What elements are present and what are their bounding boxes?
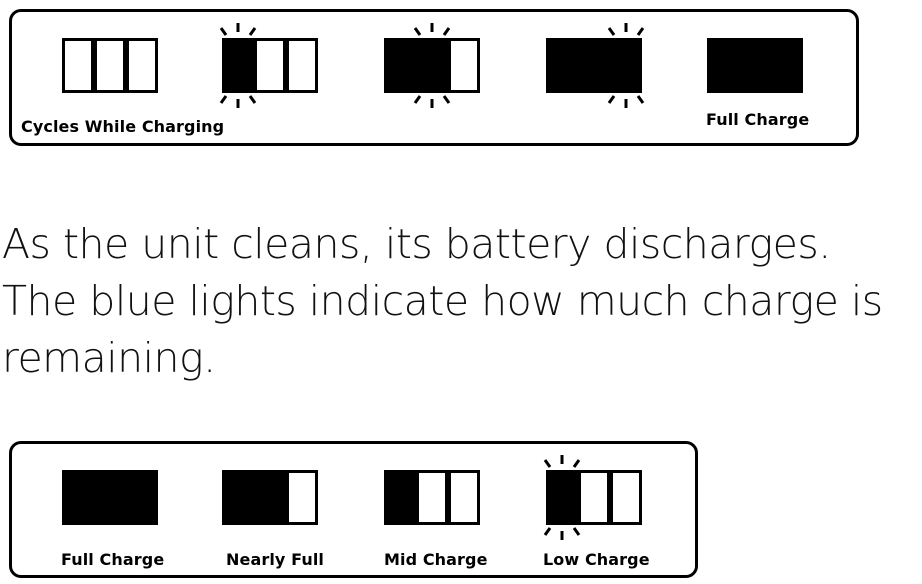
battery-segment-lit xyxy=(384,470,416,525)
battery-gauge-graphic xyxy=(384,23,480,108)
battery-gauge-graphic xyxy=(62,38,158,93)
flash-ray xyxy=(636,27,645,36)
description-line: The blue lights indicate how much charge… xyxy=(2,277,883,325)
battery-segment-lit xyxy=(254,470,286,525)
battery-segment-lit xyxy=(739,38,771,93)
mid-charge-label: Mid Charge xyxy=(384,550,488,569)
flash-ray xyxy=(636,95,645,104)
flashing-indicator-icon xyxy=(413,23,451,108)
battery-segment-unlit xyxy=(126,38,158,93)
battery-segment-lit xyxy=(546,38,578,93)
battery-gauge-icon xyxy=(546,23,646,108)
flash-ray xyxy=(543,527,552,536)
nearly-full-label: Nearly Full xyxy=(226,550,325,569)
battery-segment-lit xyxy=(578,38,610,93)
low-charge-label: Low Charge xyxy=(543,550,650,569)
battery-segment-unlit xyxy=(448,470,480,525)
battery-segment-unlit xyxy=(286,38,318,93)
battery-gauge-icon xyxy=(384,23,484,108)
battery-gauge-graphic xyxy=(707,38,803,93)
battery-gauge-icon xyxy=(707,38,807,98)
flash-ray xyxy=(413,27,422,36)
cycles-while-charging-label: Cycles While Charging xyxy=(21,117,225,136)
battery-gauge-graphic xyxy=(384,470,480,525)
flash-ray xyxy=(607,95,616,104)
battery-gauge-graphic xyxy=(222,470,318,525)
battery-gauge-icon xyxy=(62,470,162,530)
flashing-indicator-icon xyxy=(543,455,581,540)
flash-ray xyxy=(219,95,228,104)
battery-segment-unlit xyxy=(286,470,318,525)
battery-segment-unlit xyxy=(610,470,642,525)
battery-segment-lit xyxy=(546,470,578,525)
battery-gauge-icon xyxy=(62,38,162,98)
battery-segment-lit xyxy=(94,470,126,525)
flash-ray xyxy=(442,95,451,104)
flash-ray xyxy=(572,459,581,468)
flash-ray xyxy=(248,95,257,104)
battery-gauge-graphic xyxy=(546,23,645,108)
flash-ray xyxy=(572,527,581,536)
battery-gauge-graphic xyxy=(543,455,642,540)
battery-segment-lit xyxy=(416,38,448,93)
battery-segment-lit xyxy=(222,38,254,93)
battery-gauge-icon xyxy=(384,470,484,530)
flash-ray xyxy=(219,27,228,36)
flash-ray xyxy=(543,459,552,468)
flash-ray xyxy=(248,27,257,36)
battery-segment-unlit xyxy=(416,470,448,525)
description-line: As the unit cleans, its battery discharg… xyxy=(2,220,831,268)
flash-ray xyxy=(413,95,422,104)
battery-segment-lit xyxy=(62,470,94,525)
battery-segment-unlit xyxy=(254,38,286,93)
battery-discharge-description: As the unit cleans, its battery discharg… xyxy=(2,216,920,387)
full-charge-label: Full Charge xyxy=(706,110,810,129)
battery-segment-unlit xyxy=(94,38,126,93)
flashing-indicator-icon xyxy=(607,23,645,108)
flash-ray xyxy=(607,27,616,36)
flashing-indicator-icon xyxy=(219,23,257,108)
battery-gauge-graphic xyxy=(62,470,158,525)
battery-gauge-icon xyxy=(219,23,322,108)
description-line: remaining. xyxy=(2,334,216,382)
battery-segment-unlit xyxy=(448,38,480,93)
battery-segment-lit xyxy=(707,38,739,93)
battery-segment-lit xyxy=(610,38,642,93)
battery-gauge-icon xyxy=(222,470,322,530)
full-charge-label: Full Charge xyxy=(61,550,165,569)
battery-segment-lit xyxy=(771,38,803,93)
flash-ray xyxy=(442,27,451,36)
battery-segment-unlit xyxy=(578,470,610,525)
battery-gauge-graphic xyxy=(219,23,318,108)
battery-segment-unlit xyxy=(62,38,94,93)
battery-gauge-icon xyxy=(543,455,646,540)
battery-segment-lit xyxy=(384,38,416,93)
battery-segment-lit xyxy=(126,470,158,525)
battery-segment-lit xyxy=(222,470,254,525)
